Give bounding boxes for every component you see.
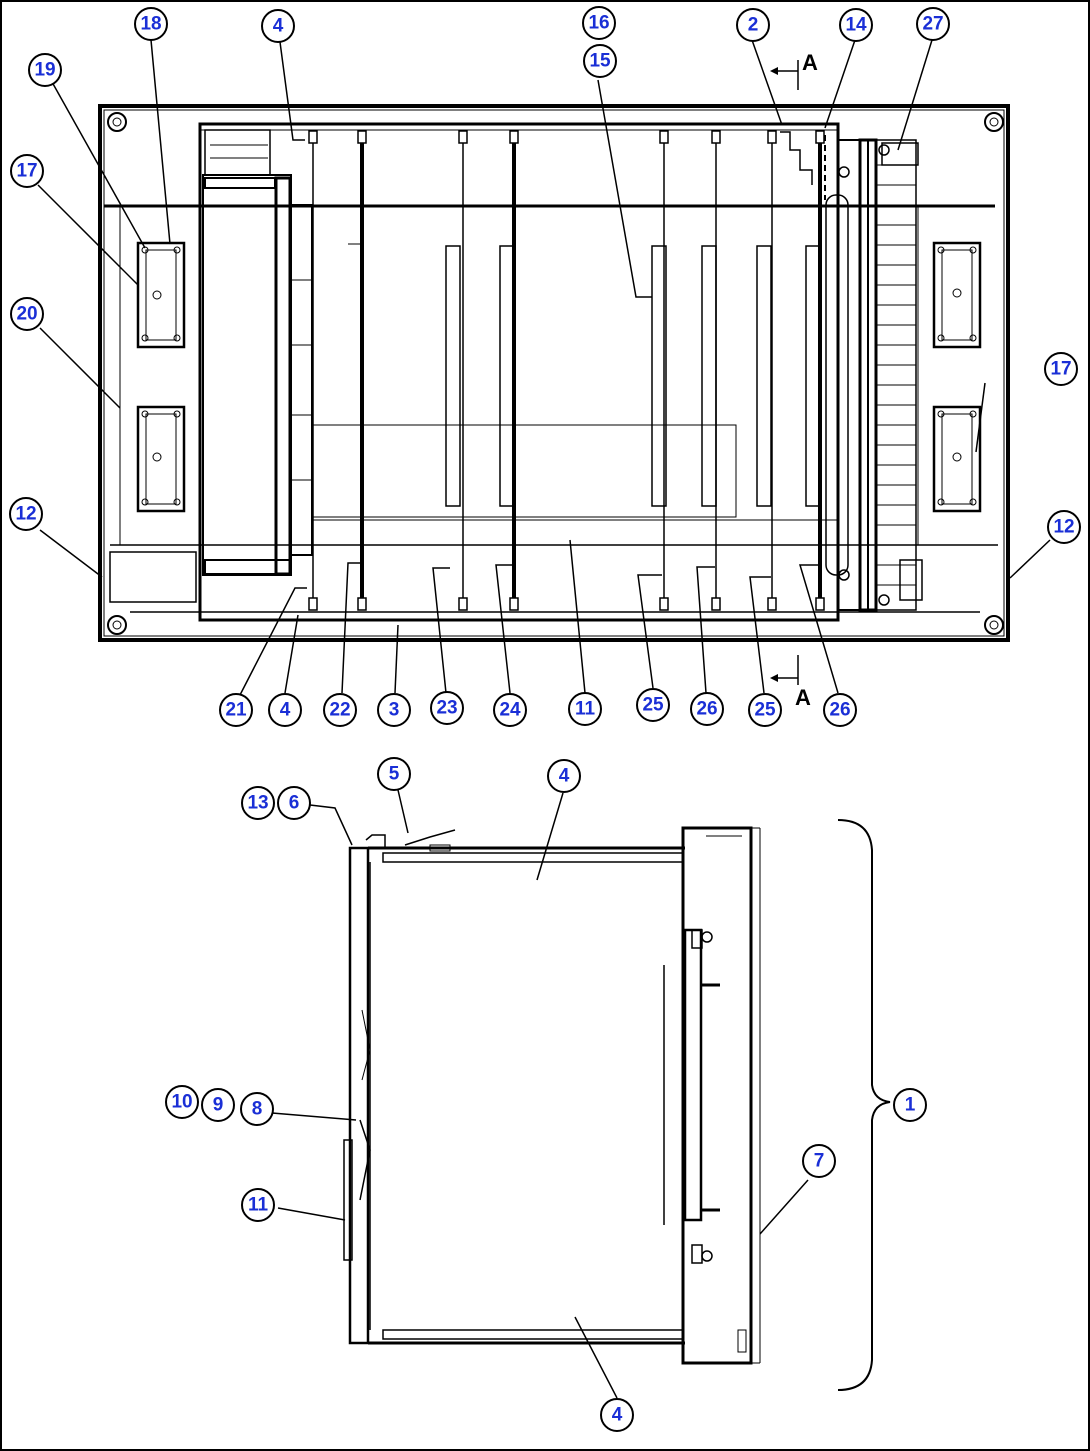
svg-text:12: 12 xyxy=(1053,517,1074,538)
svg-text:3: 3 xyxy=(389,700,400,721)
svg-text:16: 16 xyxy=(588,13,609,34)
callout-1: 1 xyxy=(893,1088,927,1122)
leader-lines xyxy=(37,39,1051,1399)
callout-11-top: 11 xyxy=(568,692,602,726)
top-view-panel xyxy=(98,104,1010,642)
svg-text:11: 11 xyxy=(248,1195,269,1216)
callout-7: 7 xyxy=(802,1144,836,1178)
callout-25-a: 25 xyxy=(636,688,670,722)
svg-text:1: 1 xyxy=(905,1095,916,1116)
callout-4: 4 xyxy=(261,9,295,43)
svg-text:13: 13 xyxy=(247,793,268,814)
svg-text:4: 4 xyxy=(612,1405,623,1426)
callout-23: 23 xyxy=(430,691,464,725)
svg-text:2: 2 xyxy=(748,15,759,36)
svg-text:21: 21 xyxy=(225,700,247,721)
callout-19: 19 xyxy=(28,53,62,87)
callout-15: 15 xyxy=(583,44,617,78)
svg-text:9: 9 xyxy=(213,1095,224,1116)
callout-12-left: 12 xyxy=(9,497,43,531)
svg-text:17: 17 xyxy=(1050,359,1071,380)
callout-13: 13 xyxy=(241,786,275,820)
svg-text:25: 25 xyxy=(754,700,776,721)
callout-21: 21 xyxy=(219,693,253,727)
svg-text:18: 18 xyxy=(140,14,161,35)
callout-20: 20 xyxy=(10,297,44,331)
callout-26-a: 26 xyxy=(690,692,724,726)
callout-25-b: 25 xyxy=(748,693,782,727)
svg-text:4: 4 xyxy=(273,16,284,37)
svg-text:23: 23 xyxy=(436,698,457,719)
callout-8: 8 xyxy=(240,1092,274,1126)
svg-text:11: 11 xyxy=(575,699,596,720)
svg-text:17: 17 xyxy=(16,161,37,182)
svg-text:27: 27 xyxy=(922,14,943,35)
callout-27: 27 xyxy=(916,7,950,41)
callout-17-left: 17 xyxy=(10,154,44,188)
section-view xyxy=(343,819,891,1391)
callout-4-section-bottom: 4 xyxy=(600,1398,634,1432)
callout-16: 16 xyxy=(582,6,616,40)
callout-22: 22 xyxy=(323,693,357,727)
svg-text:19: 19 xyxy=(34,60,55,81)
svg-text:25: 25 xyxy=(642,695,664,716)
svg-text:24: 24 xyxy=(499,700,521,721)
callouts: 18 4 16 15 2 14 27 19 17 20 17 12 12 21 … xyxy=(9,6,1081,1432)
svg-text:12: 12 xyxy=(15,504,36,525)
svg-text:5: 5 xyxy=(389,764,400,785)
callout-9: 9 xyxy=(201,1088,235,1122)
svg-text:4: 4 xyxy=(559,766,570,787)
callout-5: 5 xyxy=(377,757,411,791)
callout-10: 10 xyxy=(165,1085,199,1119)
callout-2: 2 xyxy=(736,8,770,42)
callout-4-section-top: 4 xyxy=(547,759,581,793)
svg-text:26: 26 xyxy=(829,700,850,721)
svg-text:10: 10 xyxy=(171,1092,192,1113)
callout-17-right: 17 xyxy=(1044,352,1078,386)
callout-18: 18 xyxy=(134,7,168,41)
callout-14: 14 xyxy=(839,8,873,42)
svg-text:15: 15 xyxy=(589,51,611,72)
svg-text:22: 22 xyxy=(329,700,350,721)
svg-text:7: 7 xyxy=(814,1151,825,1172)
callout-24: 24 xyxy=(493,693,527,727)
callout-11-section: 11 xyxy=(241,1188,275,1222)
section-letter-bottom: A xyxy=(795,685,811,710)
svg-text:14: 14 xyxy=(845,15,867,36)
svg-text:8: 8 xyxy=(252,1099,263,1120)
callout-26-b: 26 xyxy=(823,693,857,727)
section-marker xyxy=(770,60,799,685)
svg-text:6: 6 xyxy=(289,793,300,814)
callout-4-bottom-row: 4 xyxy=(268,693,302,727)
svg-text:20: 20 xyxy=(16,304,37,325)
callout-6: 6 xyxy=(277,786,311,820)
svg-text:4: 4 xyxy=(280,700,291,721)
svg-text:26: 26 xyxy=(696,699,717,720)
section-letter-top: A xyxy=(802,50,818,75)
callout-3: 3 xyxy=(377,693,411,727)
callout-12-right: 12 xyxy=(1047,510,1081,544)
